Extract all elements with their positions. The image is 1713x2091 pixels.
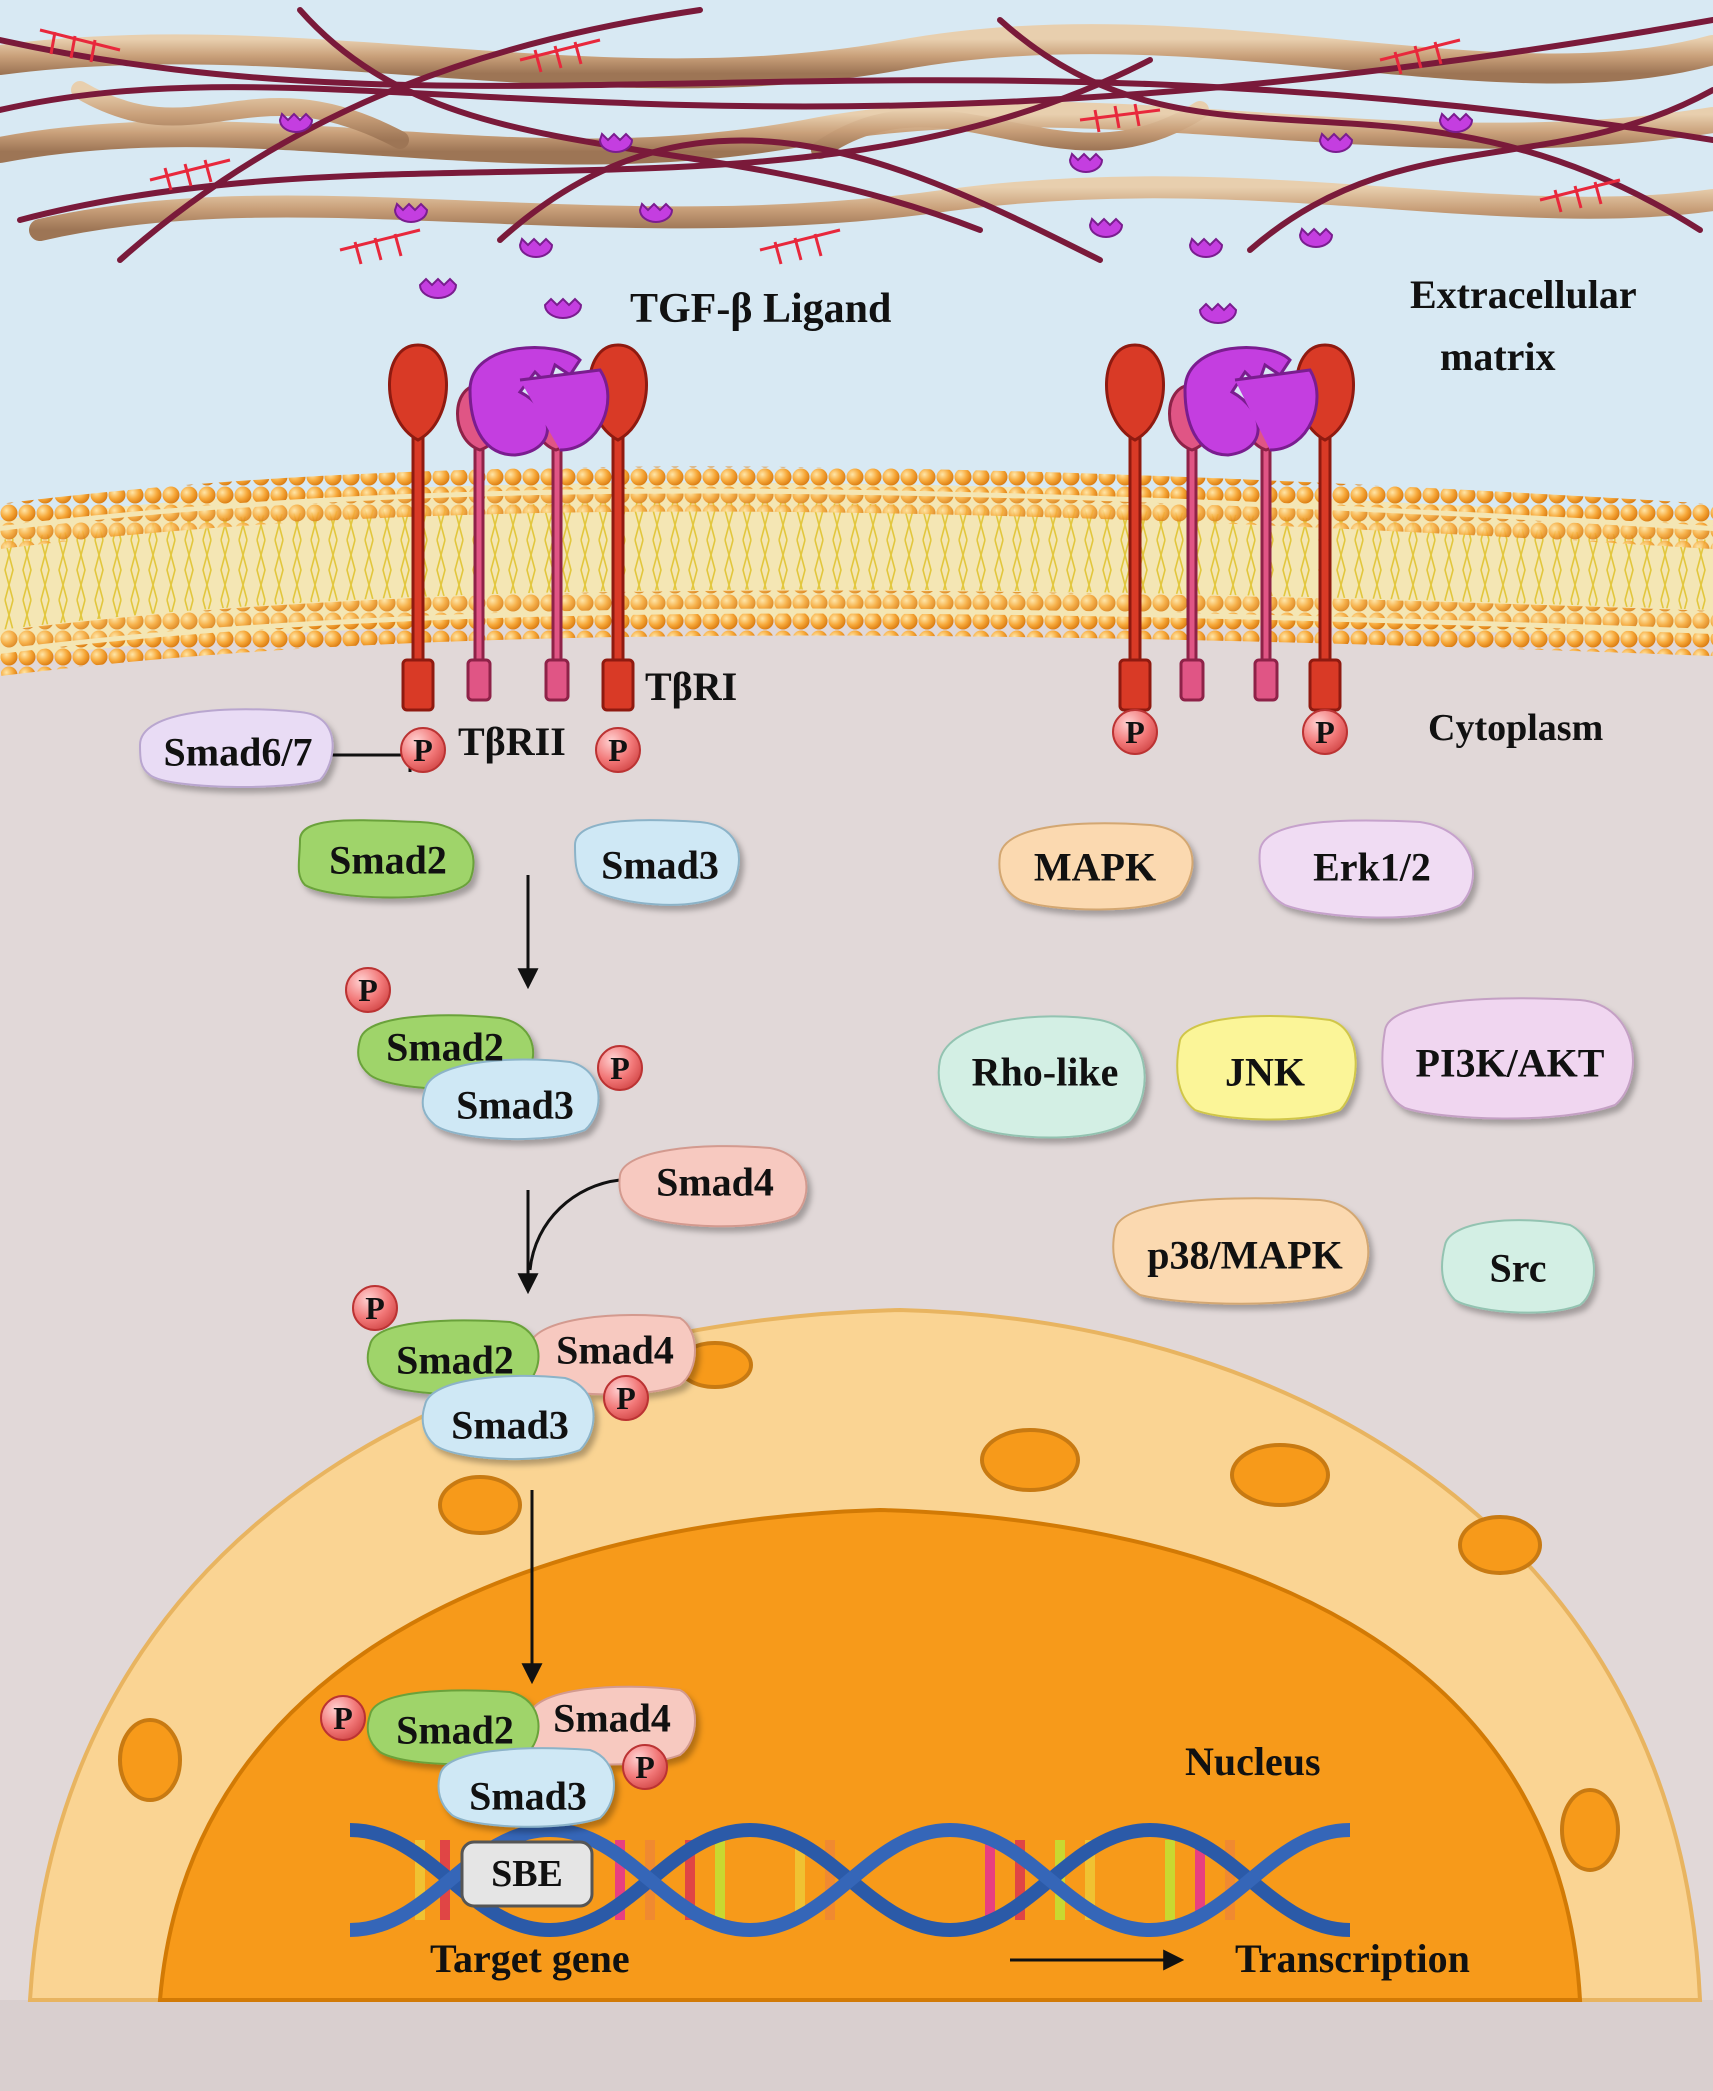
smad3-blob-complex3: [437, 1747, 615, 1828]
smad4-label-complex2: Smad4: [556, 1328, 674, 1373]
p38-label: p38/MAPK: [1147, 1233, 1343, 1278]
phospho-label: P: [1315, 714, 1335, 750]
phospho-label: P: [365, 1290, 385, 1326]
smad3-label-top: Smad3: [601, 843, 719, 888]
receptor-2-label: TβRII: [458, 719, 566, 764]
ecm-label-line2: matrix: [1440, 334, 1556, 379]
jnk-blob: [1176, 1015, 1357, 1121]
smad2-blob-top: [297, 819, 475, 899]
phospho-receptor-tbr1: P: [595, 727, 641, 773]
smad3-label-complex1: Smad3: [456, 1083, 574, 1128]
ligand-label: TGF-β Ligand: [630, 286, 891, 332]
receptor-complex-left: [388, 343, 648, 712]
receptor-1-label: TβRI: [645, 664, 737, 709]
phospho-receptor-right-2: P: [1302, 709, 1348, 755]
jnk-label: JNK: [1225, 1050, 1305, 1095]
phospho-smad2-complex3: P: [320, 1695, 366, 1741]
extracellular-space: [0, 0, 1713, 560]
phospho-label: P: [608, 732, 628, 768]
phospho-smad3-complex3: P: [622, 1744, 668, 1790]
p38-blob: [1112, 1197, 1370, 1305]
phospho-label: P: [610, 1050, 630, 1086]
mapk-label: MAPK: [1034, 845, 1156, 890]
smad2-label-complex3: Smad2: [396, 1708, 514, 1753]
phospho-receptor-tbr2: P: [400, 727, 446, 773]
smad2-label-complex1: Smad2: [386, 1025, 504, 1070]
mapk-blob: [998, 822, 1194, 911]
phosphate-groups: P P P P P P P P: [320, 709, 1348, 1790]
ecm-label-line1: Extracellular: [1410, 272, 1637, 317]
phospho-label: P: [413, 732, 433, 768]
smad3-blob-top: [573, 819, 740, 906]
phospho-label: P: [358, 972, 378, 1008]
transcription-label: Transcription: [1235, 1936, 1470, 1981]
phospho-label: P: [1125, 714, 1145, 750]
cell-bottom-edge: [0, 2000, 1713, 2091]
phospho-label: P: [333, 1700, 353, 1736]
cell-membrane: [0, 466, 1713, 676]
phospho-label: P: [635, 1749, 655, 1785]
rho-label: Rho-like: [972, 1050, 1119, 1095]
nucleus-label: Nucleus: [1185, 1739, 1321, 1784]
smad2-label-complex2: Smad2: [396, 1338, 514, 1383]
cytoplasm-label: Cytoplasm: [1428, 707, 1603, 749]
phospho-receptor-right-1: P: [1112, 709, 1158, 755]
phospho-smad2-complex1: P: [345, 967, 391, 1013]
smad2-label-top: Smad2: [329, 838, 447, 883]
phospho-smad3-complex1: P: [597, 1045, 643, 1091]
phospho-smad2-complex2: P: [352, 1285, 398, 1331]
smad67-blob: [138, 708, 334, 788]
smad4-label-complex3: Smad4: [553, 1696, 671, 1741]
pi3k-label: PI3K/AKT: [1416, 1041, 1605, 1086]
phospho-smad3-complex2: P: [603, 1375, 649, 1421]
smad4-label-free: Smad4: [656, 1160, 774, 1205]
sbe-box: [460, 1840, 594, 1908]
tgf-beta-ligand-fragments: [278, 112, 1474, 324]
smad4-blob-free: [618, 1145, 808, 1228]
src-label: Src: [1489, 1246, 1546, 1291]
rho-blob: [937, 1015, 1146, 1139]
sbe-label: SBE: [491, 1853, 563, 1895]
erk-label: Erk1/2: [1313, 845, 1431, 890]
erk-blob: [1258, 819, 1474, 919]
smad3-label-complex3: Smad3: [469, 1774, 587, 1819]
smad3-blob-complex1: [421, 1058, 600, 1141]
smad67-label: Smad6/7: [164, 730, 313, 775]
smad3-label-complex2: Smad3: [451, 1403, 569, 1448]
phospho-label: P: [616, 1380, 636, 1416]
src-blob: [1441, 1219, 1595, 1314]
extracellular-matrix-fibers: [0, 7, 1713, 265]
arrow-smad4-curve: [528, 1178, 621, 1271]
target-gene-label: Target gene: [430, 1936, 630, 1981]
dna-helix: [349, 1822, 1351, 1938]
receptor-complex-right: [1105, 343, 1355, 712]
smad3-blob-complex2: [421, 1374, 595, 1461]
pi3k-blob: [1381, 997, 1634, 1120]
